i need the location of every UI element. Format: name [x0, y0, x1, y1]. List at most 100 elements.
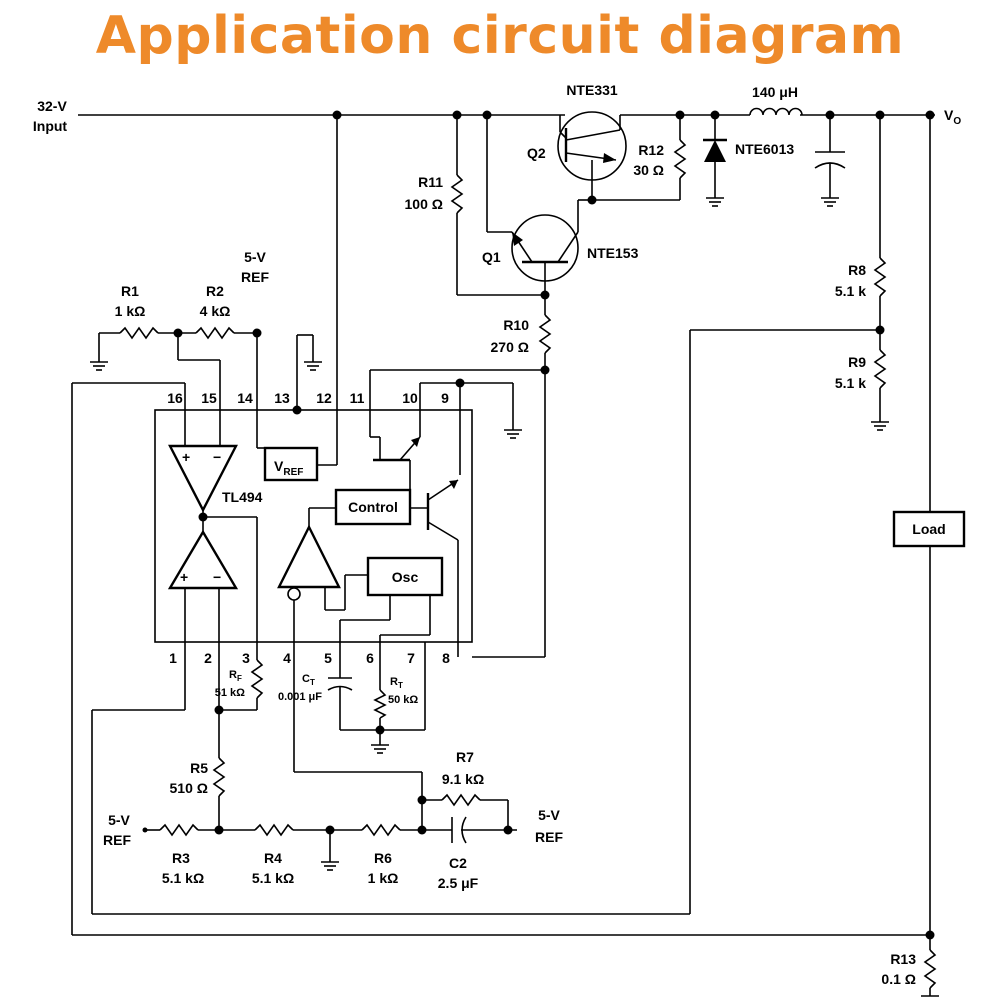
r4-value: 5.1 kΩ: [252, 870, 294, 886]
tl494-body: [154, 409, 473, 643]
c2-value: 2.5 μF: [438, 875, 479, 891]
pin-12: 12: [316, 390, 332, 406]
pin-15: 15: [201, 390, 217, 406]
transistor-q1: [486, 115, 592, 295]
junction-dots: [142, 110, 935, 940]
inductor-l1: [749, 107, 803, 116]
ref-top-2: REF: [241, 269, 269, 285]
l1-value: 140 μH: [752, 84, 798, 100]
r1-value: 1 kΩ: [115, 303, 146, 319]
diode-nte6013: [703, 115, 727, 207]
resistor-r13: [921, 949, 939, 997]
resistor-r11: [450, 115, 545, 296]
svg-text:−: −: [213, 569, 221, 585]
r6-ref: R6: [374, 850, 392, 866]
r12-value: 30 Ω: [633, 162, 664, 178]
r3-ref: R3: [172, 850, 190, 866]
error-amplifier-bottom: + −: [167, 516, 258, 710]
pin13-ground: [296, 334, 323, 410]
resistor-r2: [195, 326, 257, 340]
ref-left-1: 5-V: [108, 812, 130, 828]
q2-part: NTE331: [566, 82, 618, 98]
control-block: [334, 488, 412, 526]
svg-text:−: −: [213, 449, 221, 465]
q1-part: NTE153: [587, 245, 639, 261]
rf-value: 51 kΩ: [215, 687, 245, 699]
resistor-r10: [370, 295, 552, 658]
pin-13: 13: [274, 390, 290, 406]
r11-ref: R11: [418, 174, 443, 190]
vref-label: VREF: [274, 458, 303, 478]
r8-ref: R8: [848, 262, 866, 278]
pin-7: 7: [407, 650, 415, 666]
load-label: Load: [912, 521, 945, 537]
r10-value: 270 Ω: [491, 339, 529, 355]
r8-value: 5.1 k: [835, 283, 866, 299]
error-amplifier-top: + −: [168, 333, 238, 532]
resistor-rf: [219, 659, 264, 711]
r3-value: 5.1 kΩ: [162, 870, 204, 886]
vo-label: VO: [944, 107, 961, 127]
vref-block: [256, 335, 319, 482]
r9-ref: R9: [848, 354, 866, 370]
ic-pin-labels: 16 15 14 13 12 11 10 9 1 2 3 4 5 6 7 8: [167, 390, 450, 666]
pin-4: 4: [283, 650, 291, 666]
load-box: [892, 510, 966, 548]
osc-block: [366, 556, 444, 597]
pin-6: 6: [366, 650, 374, 666]
pin-1: 1: [169, 650, 177, 666]
capacitor-ct: [327, 677, 353, 730]
svg-text:+: +: [182, 449, 190, 465]
ct-value: 0.001 μF: [278, 691, 322, 703]
pin-3: 3: [242, 650, 250, 666]
rt-value: 50 kΩ: [388, 694, 418, 706]
pwm-comparator: [277, 507, 368, 772]
pin-8: 8: [442, 650, 450, 666]
pin-9: 9: [441, 390, 449, 406]
r1-ref: R1: [121, 283, 139, 299]
control-label: Control: [348, 499, 398, 515]
pin-11: 11: [350, 390, 365, 406]
r4-ref: R4: [264, 850, 282, 866]
feedback-wires: [71, 329, 930, 936]
resistor-r5: [212, 710, 226, 830]
r2-value: 4 kΩ: [200, 303, 231, 319]
pin-16: 16: [167, 390, 183, 406]
r10-ref: R10: [503, 317, 529, 333]
ref-top-1: 5-V: [244, 249, 266, 265]
ref-right-1: 5-V: [538, 807, 560, 823]
ic-name: TL494: [222, 489, 263, 505]
transistor-q2: [557, 111, 627, 200]
svg-text:+: +: [180, 569, 188, 585]
output-capacitor: [814, 115, 846, 207]
r5-value: 510 Ω: [170, 780, 208, 796]
osc-connections: [339, 595, 431, 730]
input-label-2: Input: [33, 118, 68, 134]
r2-ref: R2: [206, 283, 224, 299]
pin-10: 10: [402, 390, 418, 406]
q2-ref: Q2: [527, 145, 546, 161]
r6-value: 1 kΩ: [368, 870, 399, 886]
r11-value: 100 Ω: [405, 196, 443, 212]
d1-part: NTE6013: [735, 141, 794, 157]
rt-label: RT: [390, 676, 403, 690]
r12-ref: R12: [638, 142, 664, 158]
ic-output-transistors: [369, 370, 523, 657]
resistor-r9: [870, 349, 890, 431]
pin-14: 14: [237, 390, 253, 406]
r13-value: 0.1 Ω: [881, 971, 916, 987]
r7-ref: R7: [456, 749, 474, 765]
r13-ref: R13: [890, 951, 916, 967]
diagram-title: Application circuit diagram: [95, 6, 905, 66]
ref-left-2: REF: [103, 832, 131, 848]
q1-ref: Q1: [482, 249, 501, 265]
r9-value: 5.1 k: [835, 375, 866, 391]
pin-5: 5: [324, 650, 332, 666]
ref-right-2: REF: [535, 829, 563, 845]
pin-2: 2: [204, 650, 212, 666]
osc-label: Osc: [392, 569, 419, 585]
resistor-r8: [873, 115, 887, 350]
resistor-r1: [89, 326, 196, 371]
input-label-1: 32-V: [37, 98, 67, 114]
